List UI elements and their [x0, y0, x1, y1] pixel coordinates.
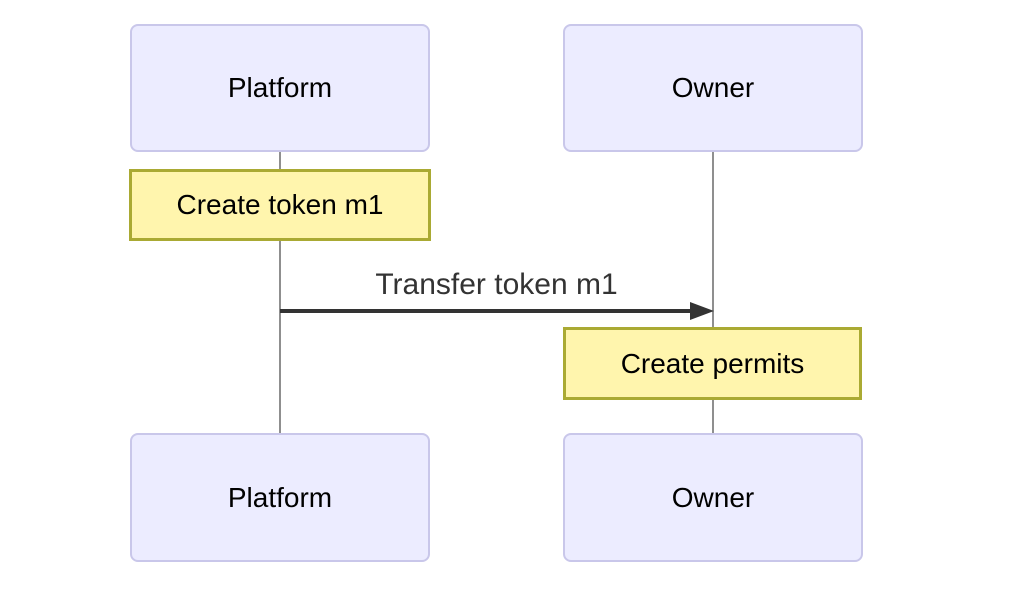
- actor-bottom-owner: Owner: [563, 433, 863, 562]
- actor-top-owner-label: Owner: [671, 72, 755, 103]
- note-create-permits-label: Create permits: [620, 347, 805, 379]
- actor-bottom-owner-label: Owner: [671, 481, 755, 513]
- actor-bottom-platform-label: Platform: [227, 481, 333, 513]
- platform-lifeline: [279, 152, 281, 433]
- note-create-permits: Create permits: [563, 327, 862, 400]
- message-label: Transfer token m1: [375, 268, 618, 301]
- note-create-token: Create token m1: [129, 169, 431, 241]
- note-create-token-label: Create token m1: [176, 189, 384, 220]
- message-arrow-line: [280, 309, 692, 313]
- actor-bottom-platform: Platform: [130, 433, 430, 562]
- actor-top-platform-label: Platform: [227, 72, 333, 103]
- actor-top-owner: Owner: [563, 24, 863, 152]
- actor-top-platform: Platform: [130, 24, 430, 152]
- arrowhead-icon: [690, 302, 714, 320]
- owner-lifeline: [712, 152, 714, 433]
